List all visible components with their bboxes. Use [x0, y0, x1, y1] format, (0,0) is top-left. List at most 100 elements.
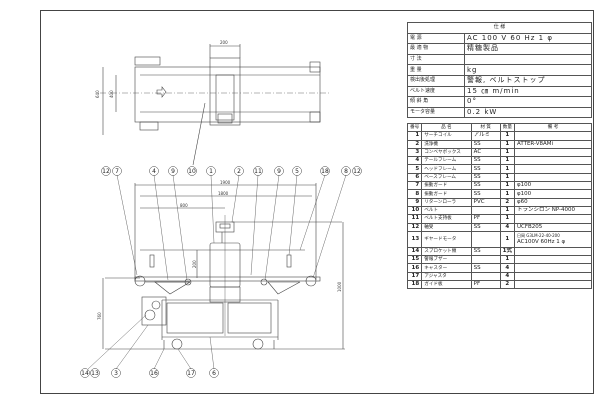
header-material: 材 質	[470, 122, 501, 133]
dim-top-width: 200	[220, 40, 228, 45]
part-qty: 1	[499, 131, 516, 141]
part-material	[470, 255, 501, 265]
part-name: 振動ガード	[421, 181, 472, 191]
part-material	[470, 205, 501, 216]
part-qty: 1	[499, 164, 516, 174]
balloon-circle	[320, 166, 330, 176]
part-note	[514, 246, 592, 257]
balloon-number: 16	[150, 370, 158, 377]
balloon-circle	[341, 166, 351, 176]
part-qty: 1	[499, 214, 516, 224]
part-no: 1	[406, 131, 423, 141]
header-qty: 数量	[499, 122, 516, 133]
balloon-circle	[112, 166, 122, 176]
balloon-number: 11	[254, 168, 262, 175]
part-note	[514, 131, 592, 141]
part-material: PVC	[470, 197, 501, 207]
part-note-line2: AC100V 60Hz 1 φ	[517, 239, 566, 246]
balloon-circle	[352, 166, 362, 176]
part-material: SS	[470, 263, 501, 273]
spec-value: 0.2 kW	[464, 106, 592, 119]
spec-label: 重 量	[407, 64, 465, 76]
part-note	[514, 156, 592, 166]
spec-value: 警報, ベルトストップ	[464, 74, 592, 87]
part-name: 警報ブザー	[421, 255, 472, 265]
dim-top-height2: 400	[109, 90, 114, 98]
balloon-number: 2	[237, 168, 241, 175]
balloon-circle	[253, 166, 263, 176]
part-name: コンベヤボックス	[421, 147, 472, 158]
part-material: SS	[470, 222, 501, 232]
balloon-number: 1	[209, 168, 213, 175]
balloon-circle	[234, 166, 244, 176]
balloon-number: 12	[102, 168, 110, 175]
balloon-number: 13	[91, 370, 99, 377]
part-note	[514, 147, 592, 158]
part-name: ガイド板	[421, 280, 472, 290]
balloon-number: 7	[115, 168, 119, 175]
flow-arrow-icon	[156, 86, 167, 98]
part-no: 15	[406, 255, 423, 265]
part-qty: 2	[499, 197, 516, 207]
balloon-circle	[209, 368, 219, 378]
spec-value: kg	[464, 64, 592, 76]
part-material: SS	[470, 172, 501, 183]
part-material	[470, 230, 501, 248]
dim-frame-length: 1800	[218, 191, 229, 196]
part-no: 2	[406, 139, 423, 149]
balloon-circle	[111, 368, 121, 378]
balloon-circle	[90, 368, 100, 378]
balloon-circle	[149, 368, 159, 378]
balloon-circle	[101, 166, 111, 176]
part-no: 9	[406, 197, 423, 207]
part-qty: 1	[499, 139, 516, 149]
header-no: 番号	[406, 122, 423, 133]
part-no: 12	[406, 222, 423, 232]
spec-value: 0°	[464, 96, 592, 108]
dim-overall-length: 1900	[220, 180, 231, 185]
dim-total-height: 1000	[337, 281, 342, 292]
conveyor-box	[141, 296, 167, 326]
balloon-number: 4	[152, 168, 156, 175]
part-no: 5	[406, 164, 423, 174]
part-material: SS	[470, 189, 501, 199]
part-name: 洗浄機	[421, 139, 472, 149]
part-material: SS	[470, 164, 501, 174]
part-no: 11	[406, 214, 423, 224]
part-name: ギヤードモータ	[421, 230, 472, 248]
balloon-number: 8	[344, 168, 348, 175]
part-qty: 4	[499, 263, 516, 273]
part-note	[514, 172, 592, 183]
balloon-number: 5	[295, 168, 299, 175]
part-material: SS	[470, 139, 501, 149]
part-note: UCFB205	[514, 222, 592, 232]
balloon-circle	[186, 368, 196, 378]
part-qty: 1	[499, 230, 516, 248]
header-name: 品 名	[421, 122, 472, 133]
part-no: 10	[406, 205, 423, 216]
part-note	[514, 263, 592, 273]
spec-title: 仕 様	[407, 22, 592, 34]
side-view	[102, 183, 345, 350]
leader-lines	[87, 174, 347, 370]
balloon-circle	[80, 368, 90, 378]
part-name: テールフレーム	[421, 156, 472, 166]
part-material: SS	[470, 181, 501, 191]
part-note: φ60	[514, 197, 592, 207]
part-note: φ100	[514, 181, 592, 191]
